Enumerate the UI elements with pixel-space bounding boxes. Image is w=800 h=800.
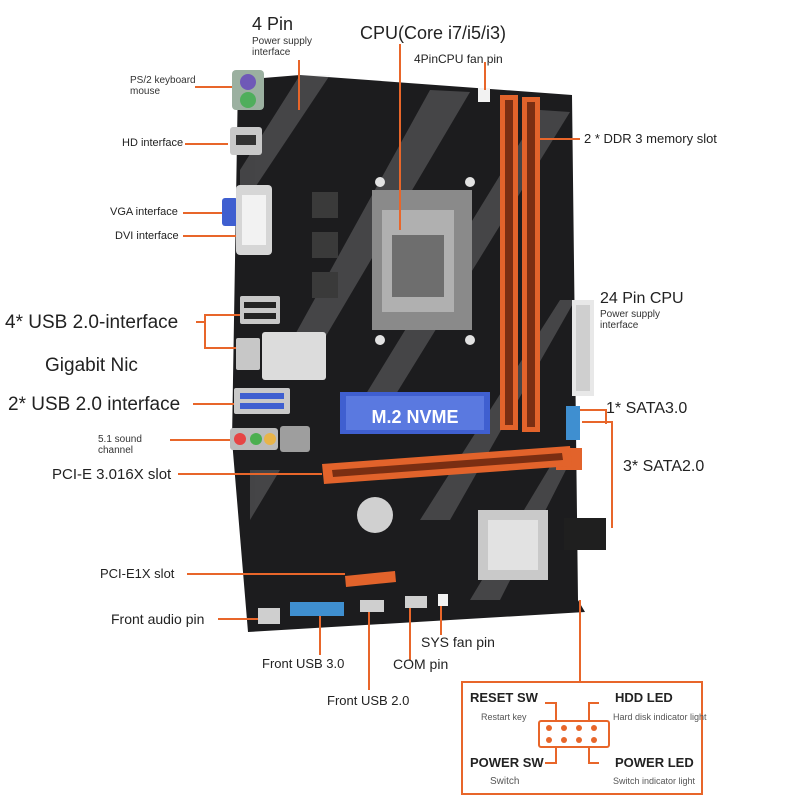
restart-key-label: Restart key xyxy=(481,712,527,722)
usb-stack-1 xyxy=(240,296,280,324)
power-led-sublabel: Switch indicator light xyxy=(613,776,696,786)
power-led-label: POWER LED xyxy=(615,755,694,770)
audio-jacks xyxy=(230,428,278,450)
pcie1-slot xyxy=(345,571,396,587)
sata3-port xyxy=(566,406,580,440)
com-label: COM pin xyxy=(393,656,449,672)
sata3-label: 1* SATA3.0 xyxy=(606,400,688,417)
m2-label: M.2 NVME xyxy=(371,407,458,427)
hdd-led-sublabel: Hard disk indicator light xyxy=(613,712,707,722)
front-usb2-label: Front USB 2.0 xyxy=(327,693,410,708)
switch-label: Switch xyxy=(490,776,520,787)
cpu-fan-header xyxy=(478,88,490,102)
sys-fan-label: SYS fan pin xyxy=(421,634,495,650)
hd-label: HD interface xyxy=(122,137,184,149)
front-usb2-header xyxy=(360,600,384,612)
four-pin-sublabel: Power supply interface xyxy=(252,36,313,58)
front-audio-header xyxy=(258,608,280,624)
front-panel-pins xyxy=(538,702,610,764)
front-audio-label: Front audio pin xyxy=(111,611,205,627)
reset-sw-label: RESET SW xyxy=(470,690,538,705)
com-header xyxy=(405,596,427,608)
gigabit-label: Gigabit Nic xyxy=(45,355,138,376)
cpu-label: CPU(Core i7/i5/i3) xyxy=(360,23,507,43)
cmos-battery xyxy=(357,497,393,533)
sound-label: 5.1 sound channel xyxy=(98,434,142,456)
sys-fan-header xyxy=(438,594,448,606)
usb-blue xyxy=(234,388,290,414)
front-usb3-label: Front USB 3.0 xyxy=(262,656,345,671)
ddr-label: 2 * DDR 3 memory slot xyxy=(584,131,717,146)
four-pin-label: 4 Pin xyxy=(252,14,294,34)
pcie1-label: PCI-E1X slot xyxy=(100,566,175,581)
vga-label: VGA interface xyxy=(110,206,178,218)
ps2-label: PS/2 keyboard mouse xyxy=(130,75,196,97)
power-sw-label: POWER SW xyxy=(470,755,544,770)
dvi-label: DVI interface xyxy=(115,230,179,242)
pcie16-label: PCI-E 3.016X slot xyxy=(52,466,172,483)
pin24-label: 24 Pin CPU xyxy=(600,290,684,307)
vga-port xyxy=(222,198,238,226)
usb2-label: 2* USB 2.0 interface xyxy=(8,394,181,415)
front-usb3-header xyxy=(290,602,344,616)
usb4-label: 4* USB 2.0-interface xyxy=(5,312,179,333)
cpu-fan-label: 4PinCPU fan pin xyxy=(414,52,503,66)
usb-stack-2 xyxy=(236,338,260,370)
front-panel-diagram: RESET SW Restart key HDD LED Hard disk i… xyxy=(461,681,707,795)
hdd-led-label: HDD LED xyxy=(615,690,673,705)
sata2-label: 3* SATA2.0 xyxy=(623,458,705,475)
lan-port xyxy=(262,332,326,380)
leader-lines xyxy=(170,44,613,690)
pin24-sublabel: Power supply interface xyxy=(600,309,661,331)
